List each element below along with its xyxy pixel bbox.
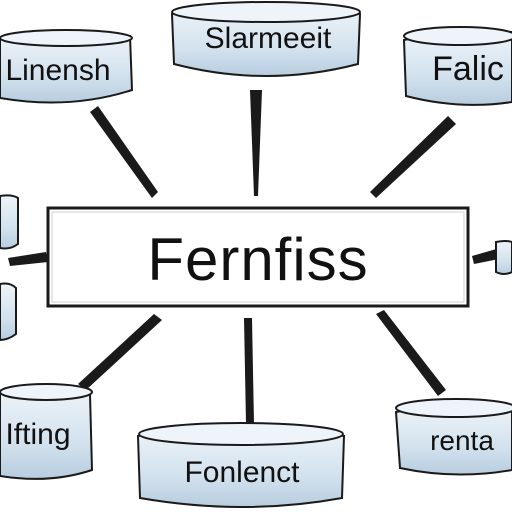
node-shape (495, 240, 512, 275)
node-shape (0, 282, 17, 342)
node-top-right: Falic (402, 26, 512, 106)
node-label-top-left: Linensh (5, 54, 110, 87)
node-bottom-left: Ifting (0, 383, 94, 480)
center-box (46, 206, 470, 308)
node-top-rim (171, 1, 361, 23)
connectors (8, 90, 504, 424)
node-shape (0, 194, 19, 250)
node-top-rim (395, 398, 512, 418)
connector-bottom-right (376, 310, 446, 396)
connector-mid-left (8, 252, 48, 266)
node-label-top: Slarmeeit (205, 22, 332, 55)
node-top-rim (0, 383, 93, 401)
node-top-rim (403, 26, 512, 46)
node-mid-right-stub (495, 240, 512, 275)
node-bottom-right: renta (394, 398, 512, 476)
center-label: Fernfiss (147, 226, 368, 293)
node-top: Slarmeeit (170, 1, 362, 77)
node-top-rim (0, 29, 133, 47)
connector-top (250, 90, 262, 196)
connector-top-right (370, 116, 456, 198)
connector-bottom (244, 318, 254, 424)
center-box-shadow (51, 211, 465, 303)
node-label-bottom-left: Ifting (5, 418, 70, 451)
node-label-bottom: Fonlenct (184, 456, 300, 489)
node-bottom: Fonlenct (136, 422, 346, 508)
node-top-rim (138, 422, 344, 446)
center-node: Fernfiss (46, 206, 470, 308)
connector-bottom-left (78, 314, 162, 390)
node-top-left: Linensh (0, 29, 134, 104)
node-label-bottom-right: renta (430, 425, 494, 456)
node-mid-left-lower (0, 282, 17, 342)
node-label-top-right: Falic (432, 50, 504, 88)
connector-top-left (90, 106, 158, 198)
node-mid-left-upper (0, 194, 19, 250)
